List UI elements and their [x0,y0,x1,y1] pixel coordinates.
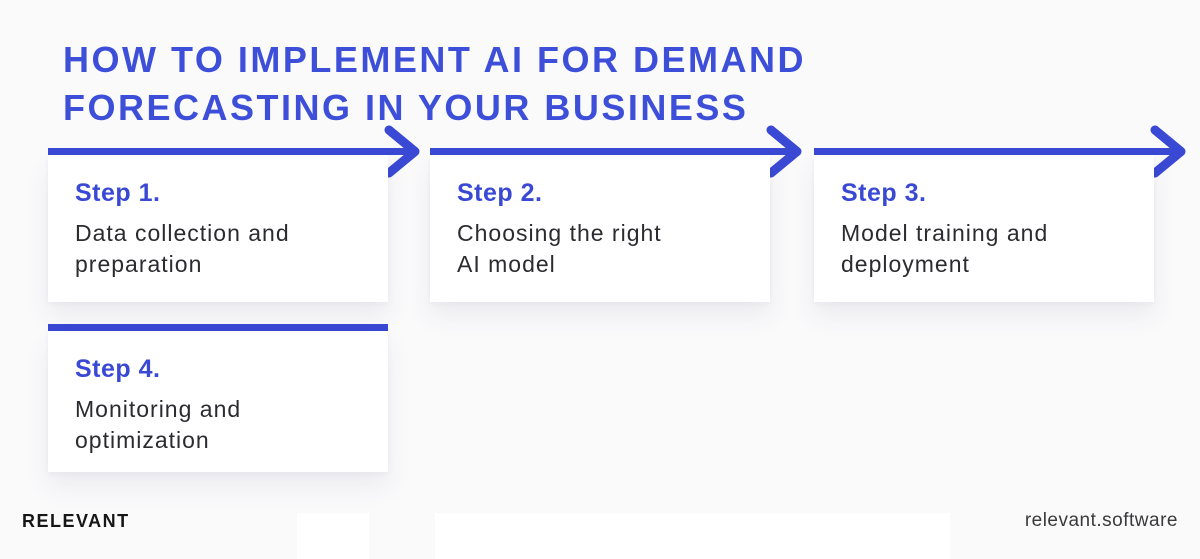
arrow-head-icon [766,125,802,178]
step-card-3: Step 3. Model training and deployment [814,155,1154,302]
step-card-2: Step 2. Choosing the right AI model [430,155,770,302]
step-description: Monitoring and optimization [75,396,242,453]
step-label: Step 1. [75,179,161,207]
website-url: relevant.software [1024,510,1178,531]
background-tile [297,513,369,559]
infographic-title: HOW TO IMPLEMENT AI FOR DEMAND FORECASTI… [63,39,806,128]
background-tile [435,513,950,559]
step2-arrow-icon [430,125,802,178]
arrow-head-icon [1150,125,1186,178]
step-description: Data collection and preparation [75,220,290,277]
step3-arrow-icon [814,125,1186,178]
step-description: Choosing the right AI model [457,220,662,277]
step-card-1: Step 1. Data collection and preparation [48,155,388,302]
relevant-logo: RELEVANT [22,511,130,531]
step-label: Step 2. [457,179,543,207]
step4-top-bar [48,324,388,331]
step-description: Model training and deployment [841,220,1049,277]
step-label: Step 4. [75,355,161,383]
step-card-4: Step 4. Monitoring and optimization [48,331,388,472]
step-label: Step 3. [841,179,927,207]
step1-arrow-icon [48,125,420,178]
arrow-head-icon [384,125,420,178]
